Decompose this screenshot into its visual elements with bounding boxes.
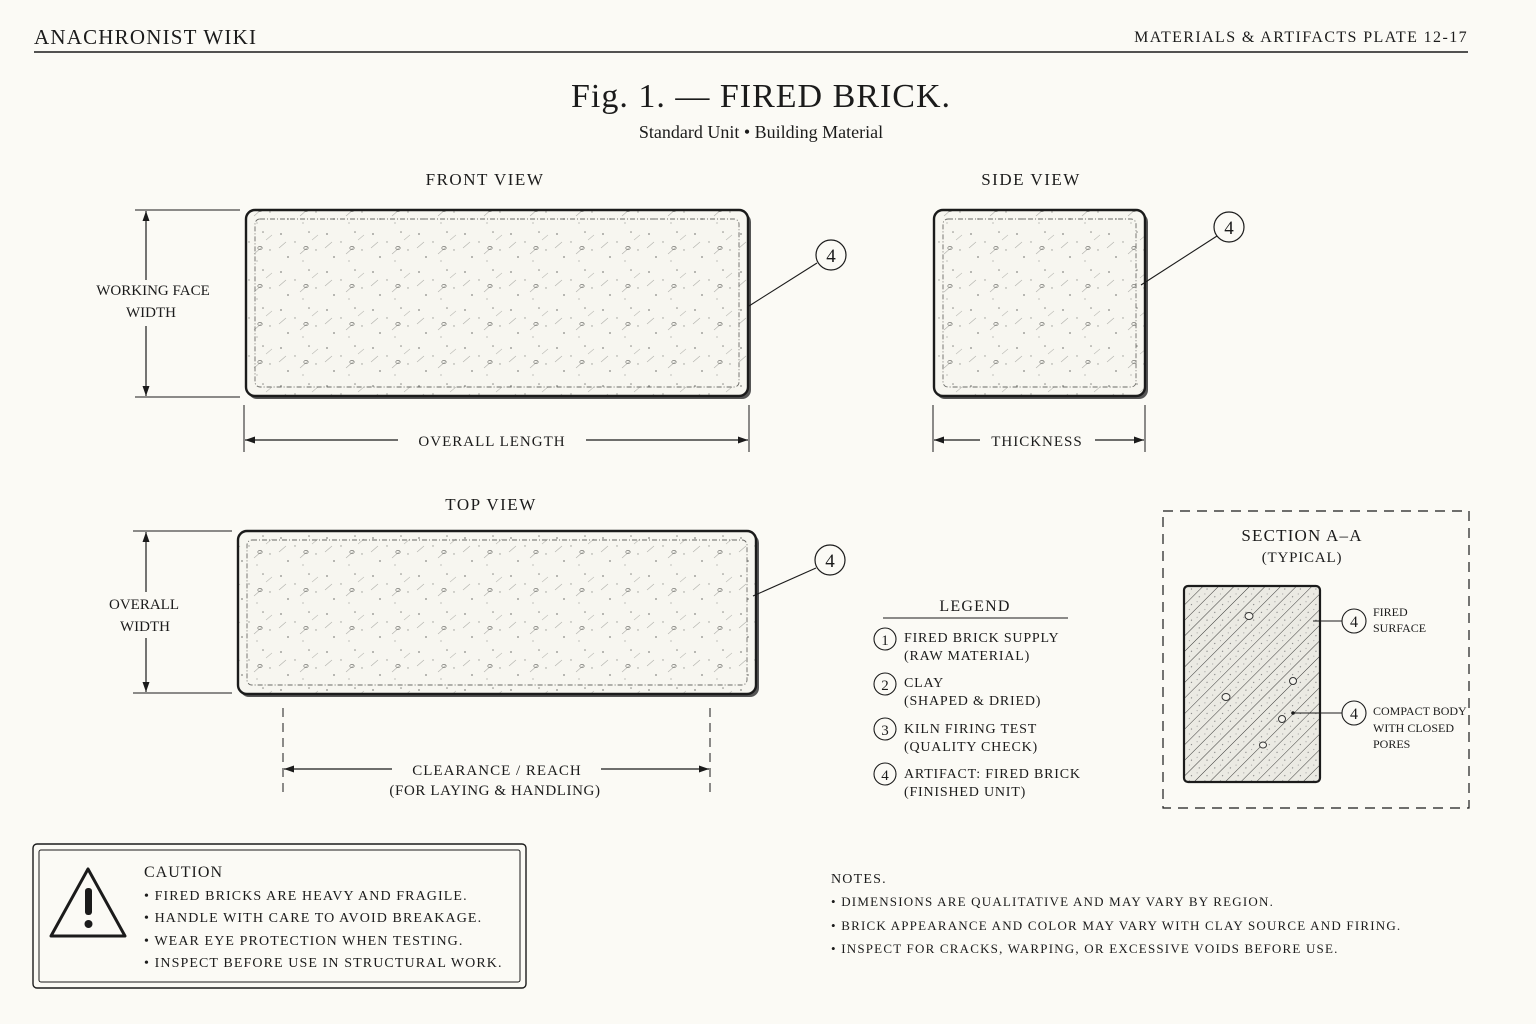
front-callout-circle (815, 239, 847, 271)
section-a-a: SECTION A–A (TYPICAL) 4 FIRED SURFACE 4 … (1162, 510, 1470, 809)
notes-item: • INSPECT FOR CRACKS, WARPING, OR EXCESS… (831, 941, 1339, 956)
legend-item-number: 2 (881, 678, 889, 694)
figure-subtitle: Standard Unit • Building Material (639, 122, 883, 142)
legend-item-line-2: (FINISHED UNIT) (904, 785, 1026, 800)
front-length-label: OVERALL LENGTH (418, 434, 565, 450)
legend-item: 2 CLAY (SHAPED & DRIED) (873, 672, 1041, 709)
legend-item-circle (873, 627, 897, 651)
section-brick-cut (1182, 584, 1322, 784)
legend-item-number: 4 (881, 768, 889, 784)
legend-item-line-1: KILN FIRING TEST (904, 722, 1037, 737)
legend-item-number: 3 (881, 723, 889, 739)
side-view: SIDE VIEW THICKNESS 4 (932, 170, 1245, 452)
front-height-label-2: WIDTH (126, 305, 176, 321)
front-view-label: FRONT VIEW (426, 170, 545, 189)
front-view: FRONT VIEW WORKING FACE WIDTH OVERALL LE… (96, 170, 847, 452)
legend-item-circle (873, 762, 897, 786)
pore (1244, 612, 1254, 620)
legend-item-line-1: ARTIFACT: FIRED BRICK (904, 767, 1081, 782)
site-name: ANACHRONIST WIKI (34, 25, 257, 49)
section-callout-line: WITH CLOSED (1373, 721, 1454, 735)
top-height-label-2: WIDTH (120, 619, 170, 635)
legend-item-number: 1 (881, 633, 889, 649)
notes: NOTES. • DIMENSIONS ARE QUALITATIVE AND … (831, 872, 1401, 956)
front-brick (244, 208, 750, 398)
warning-triangle-icon (49, 867, 127, 938)
legend-item: 4 ARTIFACT: FIRED BRICK (FINISHED UNIT) (873, 762, 1081, 800)
top-height-label-1: OVERALL (109, 597, 179, 613)
caution-item: • WEAR EYE PROTECTION WHEN TESTING. (144, 934, 464, 949)
figure-title: Fig. 1. — FIRED BRICK. (571, 78, 951, 115)
side-brick (932, 208, 1147, 398)
legend: LEGEND 1 FIRED BRICK SUPPLY (RAW MATERIA… (873, 598, 1081, 800)
section-callout-line: COMPACT BODY (1373, 704, 1467, 718)
side-view-label: SIDE VIEW (981, 170, 1081, 189)
caution-item: • FIRED BRICKS ARE HEAVY AND FRAGILE. (144, 889, 468, 904)
legend-item-line-1: FIRED BRICK SUPPLY (904, 631, 1059, 646)
top-view-label: TOP VIEW (445, 495, 537, 514)
pore (1221, 693, 1231, 701)
section-callout-line: PORES (1373, 737, 1410, 751)
section-title: SECTION A–A (1241, 526, 1362, 545)
section-callout-number: 4 (1350, 614, 1358, 631)
top-callout-number: 4 (825, 551, 835, 572)
legend-item: 3 KILN FIRING TEST (QUALITY CHECK) (873, 717, 1038, 755)
section-frame (1162, 510, 1470, 809)
section-callout-line: SURFACE (1373, 621, 1426, 635)
top-brick (236, 529, 758, 696)
section-callout-circle (1341, 608, 1367, 634)
caution-item: • INSPECT BEFORE USE IN STRUCTURAL WORK. (144, 956, 503, 971)
top-brick-inner-edge (246, 539, 748, 686)
side-callout-circle (1213, 211, 1245, 243)
front-height-label-1: WORKING FACE (96, 283, 209, 299)
front-brick-inner-edge (254, 218, 740, 388)
side-callout-number: 4 (1224, 218, 1234, 239)
legend-item-line-1: CLAY (904, 676, 944, 691)
legend-item-line-2: (SHAPED & DRIED) (904, 694, 1041, 709)
clearance-label-1: CLEARANCE / REACH (412, 763, 582, 779)
pore (1259, 741, 1267, 749)
side-brick-inner-edge (942, 218, 1137, 388)
section-callout-line: FIRED (1373, 605, 1408, 619)
pore (1289, 677, 1297, 685)
caution-box: CAUTION • FIRED BRICKS ARE HEAVY AND FRA… (32, 843, 527, 989)
legend-item-line-2: (RAW MATERIAL) (904, 649, 1030, 664)
front-callout-number: 4 (826, 246, 836, 267)
legend-item: 1 FIRED BRICK SUPPLY (RAW MATERIAL) (873, 627, 1059, 664)
side-thickness-label: THICKNESS (991, 434, 1083, 450)
top-callout-circle (814, 544, 846, 576)
notes-item: • BRICK APPEARANCE AND COLOR MAY VARY WI… (831, 918, 1401, 933)
section-callout-circle (1341, 700, 1367, 726)
plate-label: MATERIALS & ARTIFACTS PLATE 12-17 (1134, 29, 1468, 46)
legend-item-circle (873, 717, 897, 741)
top-view: TOP VIEW OVERALL WIDTH CLEARANCE / REACH… (109, 495, 846, 799)
legend-item-circle (873, 672, 897, 696)
notes-item: • DIMENSIONS ARE QUALITATIVE AND MAY VAR… (831, 894, 1274, 909)
notes-title: NOTES. (831, 872, 887, 887)
legend-item-line-2: (QUALITY CHECK) (904, 740, 1038, 755)
legend-title: LEGEND (939, 598, 1010, 615)
section-subtitle: (TYPICAL) (1262, 550, 1343, 566)
clearance-label-2: (FOR LAYING & HANDLING) (389, 783, 600, 799)
caution-item: • HANDLE WITH CARE TO AVOID BREAKAGE. (144, 911, 482, 926)
pore (1278, 715, 1286, 723)
caution-title: CAUTION (144, 864, 223, 881)
section-callout-number: 4 (1350, 706, 1358, 723)
